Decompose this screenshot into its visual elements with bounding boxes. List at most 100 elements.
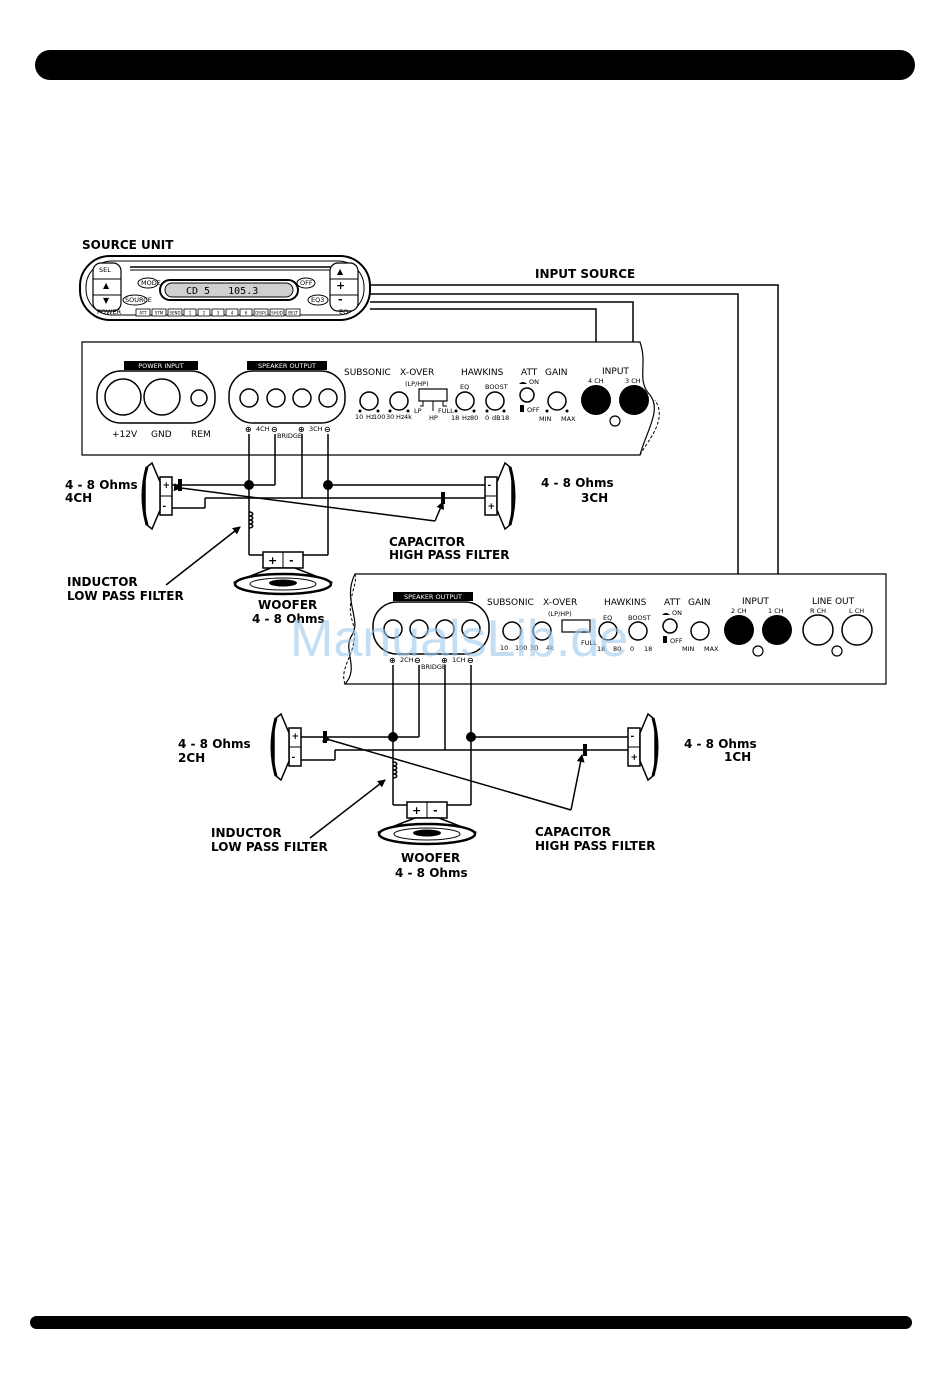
eq3-button[interactable]: EQ3 bbox=[311, 296, 324, 304]
preset-button[interactable] bbox=[269, 308, 285, 317]
preset-button[interactable] bbox=[253, 308, 269, 317]
power-terminal-gnd[interactable] bbox=[143, 378, 181, 416]
inductor-label-2-b: LOW PASS FILTER bbox=[211, 840, 328, 854]
gain-knob-2[interactable] bbox=[690, 621, 710, 641]
hawkins-label: HAWKINS bbox=[461, 368, 504, 378]
preset-button[interactable] bbox=[239, 308, 253, 317]
svg-text:3 CH: 3 CH bbox=[625, 377, 641, 385]
speaker-terminal[interactable] bbox=[292, 388, 312, 408]
input-source-label: INPUT SOURCE bbox=[535, 267, 635, 281]
mode-button[interactable]: MODE bbox=[141, 279, 161, 287]
xover-label: X-OVER bbox=[400, 368, 434, 378]
subsonic-label: SUBSONIC bbox=[344, 368, 391, 378]
gain-knob[interactable] bbox=[547, 391, 567, 411]
speaker-1ch-channel: 1CH bbox=[724, 750, 751, 764]
speaker-terminal[interactable] bbox=[461, 619, 481, 639]
watermark: ManualsLib.de bbox=[290, 610, 628, 668]
preset-button[interactable] bbox=[225, 308, 239, 317]
channel-4ch: 4CH bbox=[256, 425, 270, 433]
eq-right-button[interactable]: EQ bbox=[339, 308, 348, 316]
att-switch-2[interactable] bbox=[662, 618, 678, 634]
lp-hp-full-switch[interactable] bbox=[418, 388, 448, 402]
lp-hp-full-switch-2[interactable] bbox=[561, 619, 591, 633]
speaker-terminal[interactable] bbox=[383, 619, 403, 639]
svg-text:⊖: ⊖ bbox=[324, 425, 331, 434]
speaker-terminal[interactable] bbox=[239, 388, 259, 408]
preset-button[interactable] bbox=[211, 308, 225, 317]
hawkins-boost-knob[interactable] bbox=[485, 391, 505, 411]
speaker-4ch-impedance: 4 - 8 Ohms bbox=[65, 478, 138, 492]
source-unit-title: SOURCE UNIT bbox=[82, 238, 174, 252]
channel-1ch: 1CH bbox=[452, 656, 466, 664]
svg-text:100: 100 bbox=[515, 644, 527, 652]
svg-text:OFF: OFF bbox=[527, 406, 540, 414]
line-out-rch[interactable] bbox=[802, 614, 834, 646]
svg-text:18: 18 bbox=[501, 414, 509, 422]
speaker-terminal[interactable] bbox=[318, 388, 338, 408]
power-button[interactable]: POWER bbox=[97, 308, 122, 316]
up-arrow-icon[interactable]: ▲ bbox=[103, 281, 110, 290]
svg-text:OFF: OFF bbox=[670, 637, 683, 645]
eject-icon[interactable]: ▲ bbox=[337, 267, 344, 276]
lphp-label: (LP/HP) bbox=[405, 380, 429, 388]
svg-text:BRIDGE: BRIDGE bbox=[421, 663, 446, 671]
off-button[interactable]: OFF bbox=[300, 279, 313, 287]
svg-text:Hz: Hz bbox=[462, 414, 471, 422]
subsonic-knob[interactable] bbox=[359, 391, 379, 411]
preset-button[interactable] bbox=[151, 308, 167, 317]
speaker-terminal[interactable] bbox=[435, 619, 455, 639]
rca-input-1ch[interactable] bbox=[762, 615, 792, 645]
preset-button[interactable] bbox=[183, 308, 197, 317]
sel-button[interactable]: SEL bbox=[99, 266, 111, 274]
speaker-terminal[interactable] bbox=[409, 619, 429, 639]
hawkins-boost-knob-2[interactable] bbox=[628, 621, 648, 641]
preset-button-label: 2 bbox=[203, 311, 206, 316]
att-label-2: ATT bbox=[664, 598, 681, 608]
preset-button-label: 4 bbox=[231, 311, 234, 316]
svg-text:⊖: ⊖ bbox=[414, 656, 421, 665]
speaker-1ch-impedance: 4 - 8 Ohms bbox=[684, 737, 757, 751]
svg-text:MIN: MIN bbox=[682, 645, 695, 653]
input-label-2: INPUT bbox=[742, 597, 769, 607]
xover-knob[interactable] bbox=[389, 391, 409, 411]
preset-button-label: 3 bbox=[217, 311, 220, 316]
preset-button[interactable] bbox=[285, 308, 301, 317]
power-terminal-rem[interactable] bbox=[190, 389, 208, 407]
rca-input-4ch[interactable] bbox=[581, 385, 611, 415]
hawkins-eq-knob-2[interactable] bbox=[598, 621, 618, 641]
preset-button[interactable] bbox=[167, 308, 183, 317]
svg-text:MAX: MAX bbox=[561, 415, 576, 423]
capacitor-label-2: HIGH PASS FILTER bbox=[389, 548, 509, 562]
svg-text:Hz: Hz bbox=[366, 413, 375, 421]
speaker-terminal[interactable] bbox=[266, 388, 286, 408]
preset-button-label: 6 bbox=[245, 311, 248, 316]
volume-up-icon[interactable]: + bbox=[336, 279, 345, 292]
speaker-2ch-impedance: 4 - 8 Ohms bbox=[178, 737, 251, 751]
hawkins-eq-knob[interactable] bbox=[455, 391, 475, 411]
amplifier-1: POWER INPUT +12V GND REM SPEAKER OUTPUT … bbox=[81, 341, 660, 456]
gain-label: GAIN bbox=[545, 368, 568, 378]
woofer-label-1-b: WOOFER bbox=[401, 851, 460, 865]
down-arrow-icon[interactable]: ▼ bbox=[103, 296, 110, 305]
svg-text:18: 18 bbox=[644, 645, 652, 653]
line-out-lch[interactable] bbox=[841, 614, 873, 646]
rca-input-3ch[interactable] bbox=[619, 385, 649, 415]
subsonic-knob-2[interactable] bbox=[502, 621, 522, 641]
att-label: ATT bbox=[521, 368, 538, 378]
svg-text:⊕: ⊕ bbox=[298, 425, 305, 434]
rca-input-2ch[interactable] bbox=[724, 615, 754, 645]
power-terminal-12v[interactable] bbox=[104, 378, 142, 416]
xover-knob-2[interactable] bbox=[532, 621, 552, 641]
att-switch[interactable] bbox=[519, 387, 535, 403]
preset-button[interactable] bbox=[197, 308, 211, 317]
svg-text:10: 10 bbox=[500, 644, 508, 652]
svg-text:EQ: EQ bbox=[603, 614, 612, 622]
preset-button[interactable] bbox=[135, 308, 151, 317]
svg-text:FULL: FULL bbox=[581, 639, 597, 647]
label-12v: +12V bbox=[112, 430, 138, 440]
svg-text:⊖: ⊖ bbox=[467, 656, 474, 665]
svg-text:dB: dB bbox=[492, 414, 501, 422]
volume-down-icon[interactable]: - bbox=[338, 293, 343, 306]
source-button[interactable]: SOURCE bbox=[125, 296, 152, 304]
preset-button-label: SHUD bbox=[271, 311, 283, 316]
